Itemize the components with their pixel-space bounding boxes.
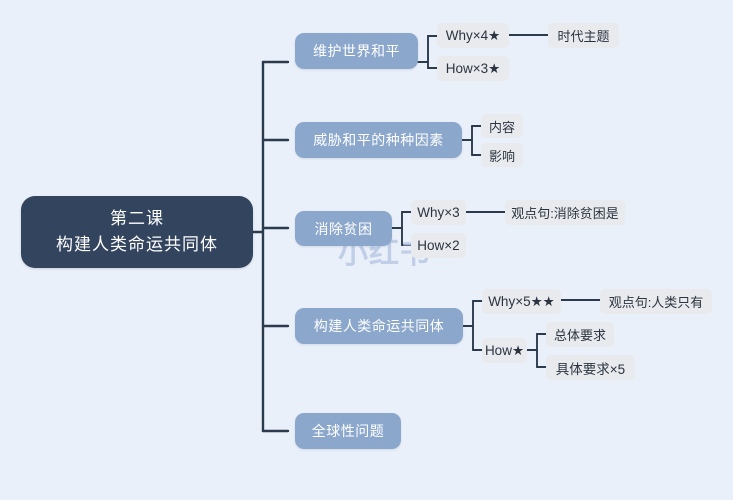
branch-2-child-1-label: 内容 (488, 119, 515, 135)
root-node[interactable]: 第二课 构建人类命运共同体 (21, 196, 253, 268)
branch-4-child-2-sub-2-label: 具体要求×5 (555, 361, 626, 377)
branch-3-child-1-sub-1[interactable]: 观点句:消除贫困是 (505, 200, 625, 225)
branch-node-1[interactable]: 维护世界和平 (295, 33, 418, 69)
branch-1-child-1-sub-1[interactable]: 时代主题 (548, 23, 619, 48)
branch-label-5: 全球性问题 (311, 423, 385, 439)
branch-4-child-2-label: How★ (484, 342, 525, 358)
branch-3-child-1-sub-1-label: 观点句:消除贫困是 (511, 206, 619, 221)
branch-4-child-2[interactable]: How★ (482, 338, 527, 363)
branch-node-4[interactable]: 构建人类命运共同体 (295, 308, 463, 344)
branch-node-2[interactable]: 威胁和平的种种因素 (295, 122, 462, 158)
branch-1-child-1-sub-1-label: 时代主题 (557, 29, 610, 44)
branch-node-3[interactable]: 消除贫困 (295, 211, 392, 246)
branch-label-3: 消除贫困 (314, 220, 373, 237)
branch-1-child-2[interactable]: How×3★ (437, 56, 509, 81)
branch-4-child-1-sub-1-label: 观点句:人类只有 (608, 295, 704, 310)
branch-node-5[interactable]: 全球性问题 (295, 413, 401, 449)
branch-4-child-2-sub-1[interactable]: 总体要求 (546, 322, 614, 347)
branch-1-child-1-label: Why×4★ (445, 27, 501, 43)
branch-1-child-2-label: How×3★ (445, 60, 501, 76)
branch-4-child-2-sub-1-label: 总体要求 (553, 328, 606, 343)
branch-label-2: 威胁和平的种种因素 (313, 132, 444, 148)
branch-3-child-2-label: How×2 (417, 238, 460, 253)
branch-4-child-2-sub-2[interactable]: 具体要求×5 (546, 355, 635, 380)
branch-3-child-1-label: Why×3 (417, 205, 460, 220)
branch-2-child-2[interactable]: 影响 (481, 143, 523, 167)
branch-3-child-1[interactable]: Why×3 (411, 200, 466, 225)
root-title-line2: 构建人类命运共同体 (56, 235, 218, 254)
branch-4-child-1-sub-1[interactable]: 观点句:人类只有 (600, 289, 712, 314)
branch-2-child-1[interactable]: 内容 (481, 114, 523, 138)
branch-4-child-1[interactable]: Why×5★★ (482, 289, 561, 314)
branch-label-1: 维护世界和平 (313, 43, 400, 59)
branch-label-4: 构建人类命运共同体 (313, 318, 445, 334)
branch-1-child-1[interactable]: Why×4★ (437, 23, 509, 48)
root-title-line1: 第二课 (110, 209, 164, 228)
branch-3-child-2[interactable]: How×2 (411, 233, 466, 258)
branch-2-child-2-label: 影响 (488, 148, 515, 164)
branch-4-child-1-label: Why×5★★ (488, 293, 555, 309)
